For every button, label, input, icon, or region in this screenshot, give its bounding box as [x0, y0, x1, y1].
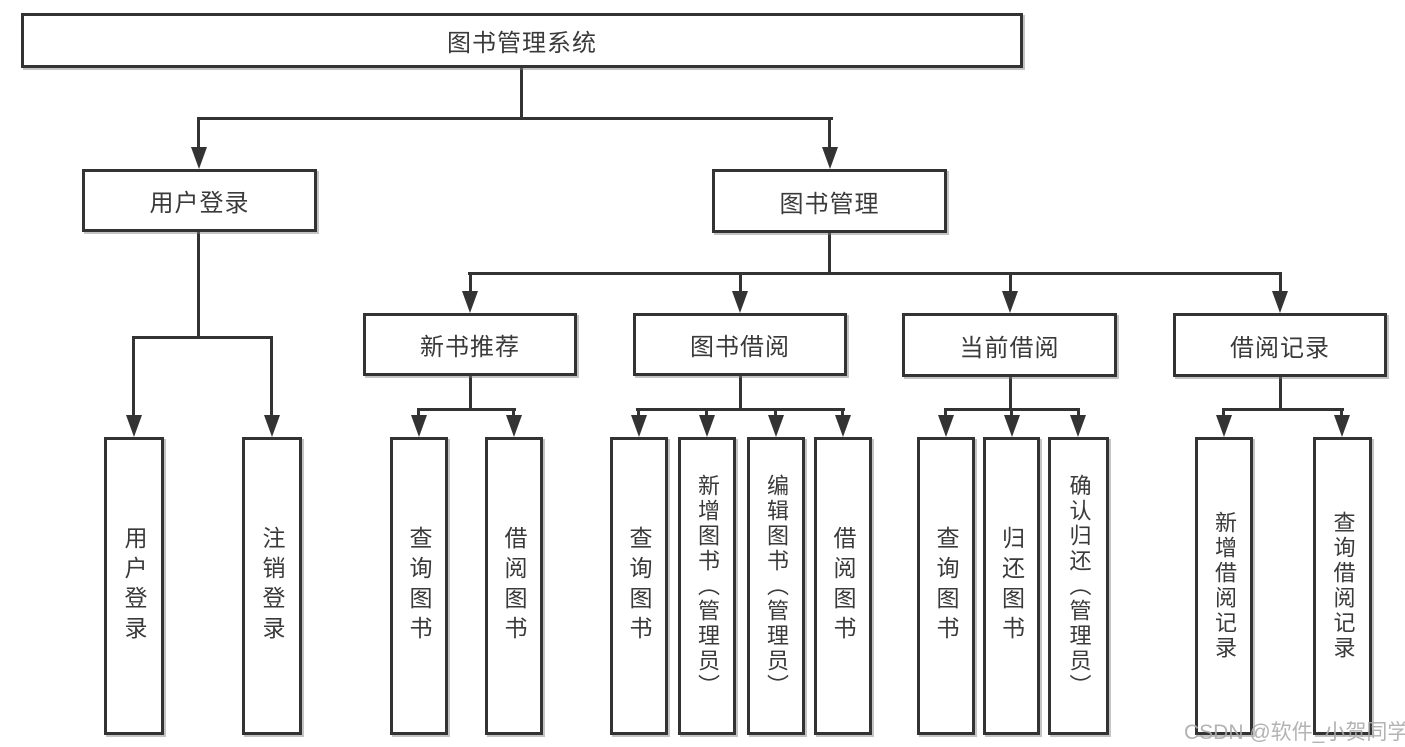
arrow-to-leaf-6 [768, 415, 784, 437]
connector-level2-splitter [197, 117, 833, 120]
connector-drop-leaf-8 [944, 408, 947, 417]
arrow-to-new-book [462, 291, 478, 313]
leaf-query-books-borrowing-label: 查询图书 [626, 526, 652, 646]
connector-drop-leaf-7 [841, 408, 844, 417]
leaf-query-borrow-record: 查询借阅记录 [1313, 437, 1372, 735]
leaf-edit-books-admin-label: 编辑图书（管理员） [764, 473, 789, 699]
arrow-to-leaf-4 [631, 415, 647, 437]
arrow-to-leaf-12 [1334, 415, 1350, 437]
leaf-return-books: 归还图书 [983, 437, 1040, 735]
connector-drop-leaf-11 [1222, 408, 1225, 417]
arrow-to-leaf-11 [1216, 415, 1232, 437]
leaf-query-books-recommend: 查询图书 [390, 437, 448, 735]
arrow-to-leaf-10 [1070, 415, 1086, 437]
node-current-borrowing: 当前借阅 [902, 313, 1117, 377]
arrow-to-book-management [822, 147, 838, 169]
leaf-confirm-return-admin: 确认归还（管理员） [1048, 437, 1109, 735]
connector-drop-leaf-10 [1077, 408, 1080, 417]
connector-user-login-trunk [197, 232, 200, 336]
arrow-to-leaf-user-login [126, 415, 142, 437]
connector-drop-leaf-user-login [132, 336, 135, 416]
connector-drop-leaf-9 [1010, 408, 1013, 417]
arrow-to-user-login [191, 147, 207, 169]
connector-drop-new-book [469, 275, 472, 292]
node-borrowing-records: 借阅记录 [1173, 313, 1387, 377]
arrow-to-leaf-7 [835, 415, 851, 437]
connector-current-borrowing-trunk [1009, 376, 1012, 408]
connector-borrowing-records-splitter [1222, 408, 1344, 411]
leaf-add-books-admin-label: 新增图书（管理员） [695, 473, 720, 699]
leaf-query-books-current: 查询图书 [917, 437, 975, 735]
arrow-to-leaf-logout [264, 415, 280, 437]
leaf-borrow-books-borrowing-label: 借阅图书 [830, 526, 856, 646]
arrow-to-borrowing-records [1272, 291, 1288, 313]
node-library-management-system: 图书管理系统 [21, 13, 1023, 68]
connector-drop-leaf-3 [512, 408, 515, 417]
node-new-book-recommendation: 新书推荐 [363, 313, 577, 376]
leaf-logout-label: 注销登录 [259, 526, 285, 646]
leaf-return-books-label: 归还图书 [998, 526, 1025, 646]
leaf-query-borrow-record-label: 查询借阅记录 [1330, 511, 1356, 661]
connector-drop-user-login [197, 117, 200, 149]
connector-drop-borrowing-records [1279, 275, 1282, 292]
leaf-add-borrow-record: 新增借阅记录 [1195, 437, 1253, 735]
leaf-add-books-admin: 新增图书（管理员） [678, 437, 736, 735]
node-book-borrowing: 图书借阅 [633, 313, 847, 376]
leaf-borrow-books-recommend-label: 借阅图书 [501, 526, 527, 646]
connector-root-trunk [520, 68, 523, 120]
leaf-user-login-label: 用户登录 [121, 526, 147, 646]
arrow-to-current-borrowing [1002, 291, 1018, 313]
arrow-to-leaf-9 [1004, 415, 1020, 437]
connector-drop-leaf-6 [774, 408, 777, 417]
connector-drop-leaf-logout [270, 336, 273, 416]
arrow-to-leaf-8 [938, 415, 954, 437]
arrow-to-leaf-3 [506, 415, 522, 437]
connector-drop-leaf-12 [1340, 408, 1343, 417]
connector-level3-splitter [468, 272, 1282, 275]
connector-drop-leaf-4 [637, 408, 640, 417]
leaf-query-books-borrowing: 查询图书 [610, 437, 668, 735]
connector-book-management-trunk [828, 233, 831, 275]
connector-user-login-splitter [132, 336, 273, 339]
node-book-management: 图书管理 [712, 169, 947, 233]
connector-drop-leaf-2 [417, 408, 420, 417]
leaf-borrow-books-recommend: 借阅图书 [485, 437, 543, 735]
leaf-logout: 注销登录 [242, 437, 302, 735]
leaf-confirm-return-admin-label: 确认归还（管理员） [1066, 473, 1092, 699]
connector-borrowing-records-trunk [1279, 376, 1282, 408]
connector-drop-book-management [828, 117, 831, 149]
leaf-query-books-recommend-label: 查询图书 [406, 526, 432, 646]
leaf-query-books-current-label: 查询图书 [933, 526, 959, 646]
connector-drop-book-borrowing [739, 275, 742, 292]
arrow-to-book-borrowing [732, 291, 748, 313]
leaf-borrow-books-borrowing: 借阅图书 [814, 437, 872, 735]
connector-book-borrowing-splitter [636, 408, 845, 411]
leaf-edit-books-admin: 编辑图书（管理员） [747, 437, 805, 735]
connector-book-borrowing-trunk [739, 376, 742, 408]
arrow-to-leaf-5 [699, 415, 715, 437]
arrow-to-leaf-2 [411, 415, 427, 437]
node-user-login: 用户登录 [82, 169, 317, 232]
connector-drop-leaf-5 [705, 408, 708, 417]
connector-new-book-trunk [469, 376, 472, 408]
connector-new-book-splitter [417, 408, 516, 411]
leaf-add-borrow-record-label: 新增借阅记录 [1212, 511, 1237, 661]
csdn-watermark: CSDN @软件_小贺同学 [1184, 721, 1405, 744]
leaf-user-login: 用户登录 [104, 437, 164, 735]
connector-drop-current-borrowing [1009, 275, 1012, 292]
